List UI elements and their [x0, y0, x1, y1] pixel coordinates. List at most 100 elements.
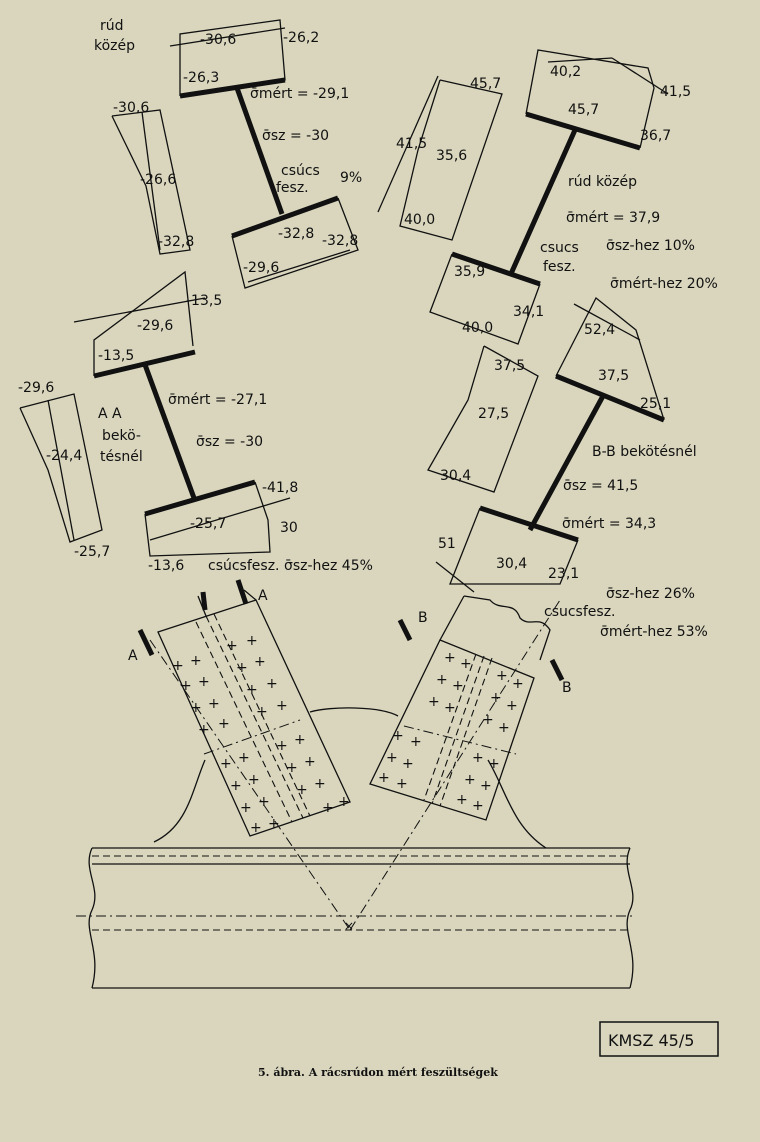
- stamp-box: KMSZ 45/5: [599, 1021, 719, 1057]
- note: σ̄sz-hez 26%: [606, 586, 695, 602]
- figure-caption: 5. ábra. A rácsrúdon mért feszültségek: [258, 1066, 498, 1079]
- svg-text:+: +: [460, 656, 472, 672]
- svg-text:+: +: [378, 770, 390, 786]
- value: -26,3: [183, 70, 219, 86]
- percent: 9%: [340, 170, 362, 186]
- svg-text:+: +: [266, 676, 278, 692]
- svg-text:+: +: [276, 698, 288, 714]
- svg-text:+: +: [456, 792, 468, 808]
- section-ul: rúd közép -30,6 -26,2 -26,3 σ̄mért = -29…: [94, 18, 362, 289]
- note: σ̄mért-hez 53%: [600, 624, 708, 640]
- svg-text:+: +: [286, 760, 298, 776]
- value: -25,7: [190, 516, 226, 532]
- value: 36,7: [640, 128, 671, 144]
- member-right: [369, 595, 551, 821]
- rivets-right: ++ ++ ++ ++ ++ ++ ++ ++ ++ ++ ++ ++: [378, 650, 524, 814]
- profile-ll: -29,6 -24,4 -25,7: [18, 380, 110, 560]
- svg-text:+: +: [338, 794, 350, 810]
- value: 35,6: [436, 148, 467, 164]
- note: σ̄mért-hez 20%: [610, 276, 718, 292]
- profile-ur: 45,7 41,5 35,6 40,0: [377, 75, 503, 241]
- value: 30,4: [496, 556, 527, 572]
- value: 45,7: [568, 102, 599, 118]
- svg-text:+: +: [256, 704, 268, 720]
- svg-text:+: +: [464, 772, 476, 788]
- section-a-label: A: [128, 648, 138, 664]
- value: -32,8: [158, 234, 194, 250]
- svg-text:+: +: [248, 772, 260, 788]
- profile-ul: -30,6 -26,6 -32,8: [111, 100, 194, 255]
- value: 25,1: [640, 396, 671, 412]
- svg-text:+: +: [190, 653, 202, 669]
- svg-text:+: +: [386, 750, 398, 766]
- svg-text:+: +: [480, 778, 492, 794]
- svg-text:+: +: [294, 732, 306, 748]
- value: -13,6: [148, 558, 184, 574]
- value: -26,6: [140, 172, 176, 188]
- svg-text:+: +: [246, 682, 258, 698]
- label-rud: rúd: [100, 18, 124, 34]
- svg-text:+: +: [246, 633, 258, 649]
- svg-text:+: +: [240, 800, 252, 816]
- value: -26,2: [283, 30, 319, 46]
- svg-text:+: +: [396, 776, 408, 792]
- svg-text:+: +: [220, 756, 232, 772]
- chord: [76, 847, 636, 989]
- svg-text:+: +: [180, 678, 192, 694]
- gusset-plate: [153, 707, 547, 849]
- profile-mr: 37,5 27,5 30,4: [427, 345, 539, 493]
- svg-text:+: +: [496, 668, 508, 684]
- note: σ̄sz-hez 10%: [606, 238, 695, 254]
- section-b-label: B: [418, 610, 428, 626]
- svg-text:+: +: [190, 700, 202, 716]
- section-a-label: A: [258, 588, 268, 604]
- section-lr: 52,4 37,5 25,1 B-B bekötésnél σ̄sz = 41,…: [435, 296, 708, 640]
- value: 41,5: [396, 136, 427, 152]
- value: -24,4: [46, 448, 82, 464]
- value: 35,9: [454, 264, 485, 280]
- value: -13,5: [98, 348, 134, 364]
- sigma-sz: σ̄sz = 41,5: [563, 478, 638, 494]
- svg-text:+: +: [236, 660, 248, 676]
- svg-text:+: +: [198, 722, 210, 738]
- label: B-B bekötésnél: [592, 444, 697, 460]
- svg-text:+: +: [254, 654, 266, 670]
- svg-text:+: +: [506, 698, 518, 714]
- svg-text:+: +: [304, 754, 316, 770]
- value: 30: [280, 520, 298, 536]
- sigma-mert: σ̄mért = -29,1: [250, 86, 349, 102]
- value: 34,1: [513, 304, 544, 320]
- svg-text:+: +: [436, 672, 448, 688]
- svg-text:+: +: [512, 676, 524, 692]
- svg-text:+: +: [230, 778, 242, 794]
- value: 30,4: [440, 468, 471, 484]
- section-b-label: B: [562, 680, 572, 696]
- svg-text:+: +: [472, 750, 484, 766]
- svg-text:+: +: [498, 720, 510, 736]
- svg-text:+: +: [218, 716, 230, 732]
- svg-text:+: +: [490, 690, 502, 706]
- value: 27,5: [478, 406, 509, 422]
- value: 41,5: [660, 84, 691, 100]
- value: -32,8: [278, 226, 314, 242]
- svg-text:+: +: [172, 658, 184, 674]
- svg-text:+: +: [444, 650, 456, 666]
- svg-text:+: +: [238, 750, 250, 766]
- svg-text:+: +: [296, 782, 308, 798]
- svg-text:+: +: [322, 800, 334, 816]
- value: -41,8: [262, 480, 298, 496]
- label-kozep: közép: [94, 38, 135, 54]
- svg-text:+: +: [258, 794, 270, 810]
- stamp-text: KMSZ 45/5: [608, 1031, 694, 1050]
- section-ll: -13,5 -29,6 -13,5 σ̄mért = -27,1 σ̄sz = …: [73, 270, 373, 574]
- sigma-mert: σ̄mért = 37,9: [566, 210, 660, 226]
- value: 40,2: [550, 64, 581, 80]
- section-marks: A A B B: [128, 579, 572, 696]
- label: csucs: [540, 240, 579, 256]
- value: -13,5: [186, 293, 222, 309]
- value: 40,0: [404, 212, 435, 228]
- sigma-mert: σ̄mért = -27,1: [168, 392, 267, 408]
- value: 52,4: [584, 322, 615, 338]
- svg-text:+: +: [198, 674, 210, 690]
